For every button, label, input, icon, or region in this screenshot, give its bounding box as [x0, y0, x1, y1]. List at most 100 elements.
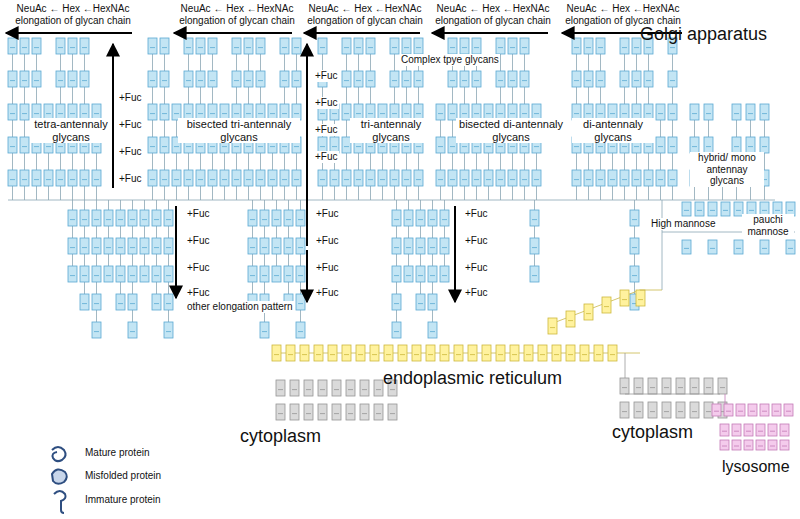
- glycan-mark: [282, 113, 287, 114]
- glycan-box: [648, 402, 657, 418]
- glycan-box: [608, 170, 617, 186]
- glycan-mark: [416, 146, 421, 147]
- glycan-box: [634, 378, 643, 394]
- glycan-mark: [634, 179, 639, 180]
- glycan-mark: [510, 179, 515, 180]
- glycan-box: [220, 170, 229, 186]
- glycan-box: [128, 266, 137, 282]
- glycan-box: [366, 38, 375, 54]
- glycan-box: [248, 238, 257, 254]
- glycan-box: [160, 137, 169, 153]
- fuc-label: +Fuc: [464, 208, 489, 220]
- glycan-mark: [222, 146, 227, 147]
- compartment-label: Golgi apparatus: [640, 24, 767, 45]
- legend-text: Immature protein: [85, 494, 161, 505]
- glycan-box: [56, 71, 65, 87]
- glycan-mark: [154, 303, 159, 304]
- glycan-box: [56, 170, 65, 186]
- glycan-mark: [486, 146, 491, 147]
- elongation-arrow: [6, 32, 132, 34]
- glycan-mark: [512, 354, 517, 355]
- glycan-mark: [82, 247, 87, 248]
- glycan-box: [538, 345, 547, 361]
- glycan-box: [668, 104, 677, 120]
- glycan-mark: [150, 47, 155, 48]
- fuc-label: +Fuc: [118, 173, 143, 185]
- glycan-box: [8, 170, 17, 186]
- glycan-mark: [316, 354, 321, 355]
- glycan-box: [366, 71, 375, 87]
- fuc-label: +Fuc: [186, 287, 211, 299]
- glycan-box: [318, 38, 327, 54]
- glycan-mark: [234, 146, 239, 147]
- glycan-mark: [234, 179, 239, 180]
- glycan-box: [404, 210, 413, 226]
- glycan-box: [414, 71, 423, 87]
- glycan-mark: [692, 113, 697, 114]
- glycan-box: [746, 104, 755, 120]
- glycan-box: [342, 345, 351, 361]
- glycan-mark: [416, 179, 421, 180]
- glycan-box: [20, 170, 29, 186]
- glycan-mark: [428, 354, 433, 355]
- pathway-line: [640, 290, 662, 291]
- glycan-box: [116, 238, 125, 254]
- glycan-mark: [632, 275, 637, 276]
- glycan-box: [690, 137, 699, 153]
- glycan-mark: [400, 354, 405, 355]
- glycan-box: [436, 170, 445, 186]
- group-label: Complex tpye glycans: [400, 54, 500, 66]
- glycan-mark: [94, 146, 99, 147]
- glycan-mark: [706, 387, 711, 388]
- glycan-mark: [258, 146, 263, 147]
- glycan-box: [436, 137, 445, 153]
- glycan-mark: [150, 146, 155, 147]
- glycan-mark: [166, 219, 171, 220]
- glycan-box: [596, 170, 605, 186]
- pathway-line: [764, 120, 765, 200]
- glycan-mark: [174, 113, 179, 114]
- glycan-box: [736, 404, 745, 416]
- glycan-mark: [150, 113, 155, 114]
- pathway-line: [176, 120, 177, 200]
- glycan-box: [744, 440, 753, 450]
- glycan-mark: [748, 146, 753, 147]
- glycan-box: [532, 170, 541, 186]
- glycan-mark: [586, 313, 591, 314]
- glycan-mark: [692, 411, 697, 412]
- glycan-mark: [394, 303, 399, 304]
- glycan-box: [260, 210, 269, 226]
- glycan-box: [148, 137, 157, 153]
- glycan-box: [508, 170, 517, 186]
- glycan-box: [690, 104, 699, 120]
- glycan-mark: [154, 275, 159, 276]
- glycan-box: [374, 380, 383, 396]
- glycan-box: [704, 104, 713, 120]
- fuc-label: +Fuc: [314, 124, 339, 136]
- glycan-box: [566, 311, 575, 327]
- glycan-mark: [498, 354, 503, 355]
- glycan-box: [644, 170, 653, 186]
- glycan-box: [196, 71, 205, 87]
- glycan-mark: [632, 247, 637, 248]
- glycan-box: [342, 71, 351, 87]
- glycan-box: [404, 266, 413, 282]
- glycan-box: [572, 170, 581, 186]
- glycan-box: [276, 404, 285, 420]
- glycan-mark: [486, 113, 491, 114]
- glycan-mark: [386, 354, 391, 355]
- glycan-mark: [532, 275, 537, 276]
- glycan-mark: [166, 247, 171, 248]
- glycan-box: [378, 170, 387, 186]
- glycan-mark: [604, 306, 609, 307]
- glycan-box: [392, 266, 401, 282]
- glycan-box: [708, 240, 717, 254]
- glycan-mark: [278, 389, 283, 390]
- glycan-mark: [294, 146, 299, 147]
- fuc-label: +Fuc: [186, 235, 211, 247]
- glycan-mark: [162, 113, 167, 114]
- glycan-mark: [274, 219, 279, 220]
- glycan-box: [566, 345, 575, 361]
- glycan-mark: [288, 354, 293, 355]
- glycan-box: [32, 170, 41, 186]
